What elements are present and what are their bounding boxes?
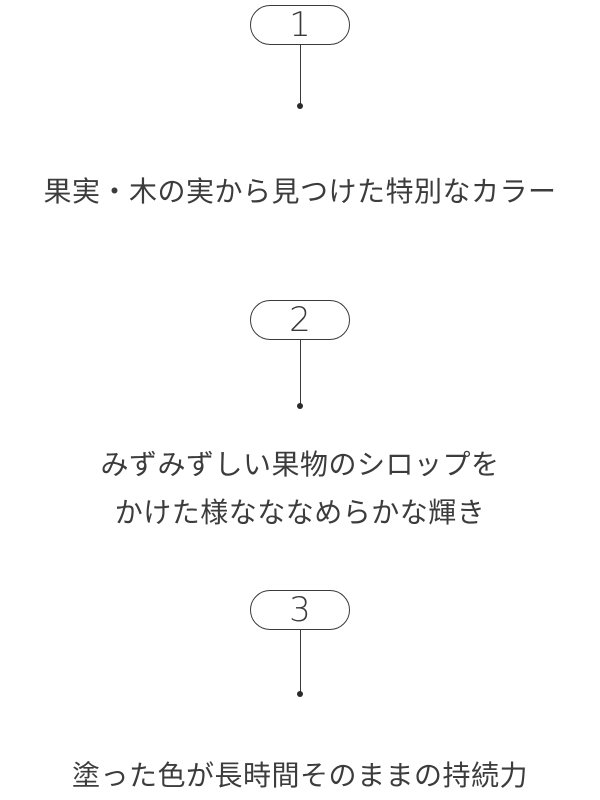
step-number-badge: 3 <box>250 590 350 630</box>
step-number: 1 <box>289 5 311 45</box>
caption-line: 塗った色が長時間そのままの持続力 <box>71 759 528 792</box>
caption-line: みずみずしい果物のシロップを <box>100 448 500 481</box>
feature-caption: 果実・木の実から見つけた特別なカラー <box>0 168 600 216</box>
connector-line <box>299 45 301 105</box>
step-number-badge: 1 <box>250 5 350 45</box>
feature-caption: みずみずしい果物のシロップを かけた様なななめらかな輝き <box>0 441 600 537</box>
step-number: 3 <box>289 590 311 630</box>
connector-dot <box>297 691 303 697</box>
connector-dot <box>297 103 303 109</box>
feature-caption: 塗った色が長時間そのままの持続力 <box>0 752 600 800</box>
connector-dot <box>297 403 303 409</box>
connector-line <box>299 340 301 406</box>
connector-line <box>299 630 301 694</box>
step-number-badge: 2 <box>250 300 350 340</box>
step-number: 2 <box>289 300 311 340</box>
caption-line: かけた様なななめらかな輝き <box>114 496 486 529</box>
caption-line: 果実・木の実から見つけた特別なカラー <box>43 175 557 208</box>
